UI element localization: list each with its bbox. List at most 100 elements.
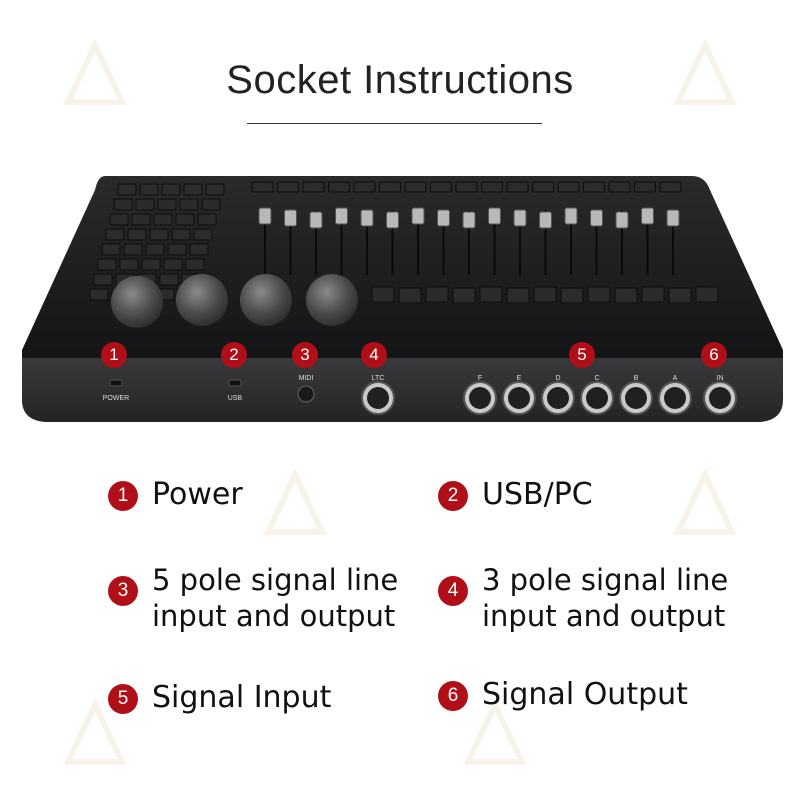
fader-track bbox=[621, 210, 623, 275]
fader-cap bbox=[641, 207, 654, 225]
console-key bbox=[101, 243, 121, 256]
console-key bbox=[117, 183, 137, 196]
console-key bbox=[105, 228, 125, 241]
marker-4: 4 bbox=[361, 342, 387, 368]
fader-track bbox=[417, 210, 419, 275]
fader-cap bbox=[309, 211, 323, 229]
dmx-port-label: A bbox=[673, 375, 678, 382]
marker-2: 2 bbox=[221, 342, 247, 368]
console-key bbox=[455, 181, 478, 193]
console-key bbox=[149, 228, 169, 241]
fader-cap bbox=[539, 211, 552, 229]
console-key bbox=[379, 181, 401, 193]
console-key bbox=[141, 258, 161, 271]
console-key bbox=[175, 213, 195, 226]
console-key bbox=[532, 181, 554, 193]
console-key bbox=[185, 258, 205, 271]
console-key bbox=[127, 228, 147, 241]
console-key bbox=[97, 258, 117, 271]
watermark-logo bbox=[263, 470, 327, 535]
in-port-label: IN bbox=[717, 375, 724, 382]
dmx-port-label: C bbox=[594, 375, 599, 382]
console-key bbox=[587, 286, 611, 303]
console-key bbox=[328, 181, 350, 193]
console-key bbox=[353, 181, 376, 193]
fader-track bbox=[595, 210, 598, 275]
encoder-knob bbox=[240, 274, 292, 326]
legend-label: 3 pole signal line input and output bbox=[482, 563, 729, 633]
encoder-knob bbox=[176, 274, 228, 326]
fader-track bbox=[646, 210, 649, 275]
console-key bbox=[161, 183, 181, 196]
console-key bbox=[179, 198, 199, 211]
title-underline bbox=[247, 123, 542, 124]
legend-item-5pole: 3 5 pole signal line input and output bbox=[108, 562, 438, 634]
legend-item-power: 1 Power bbox=[108, 477, 243, 513]
console-key bbox=[506, 287, 530, 304]
fader-cap bbox=[335, 207, 348, 225]
legend-number: 4 bbox=[438, 576, 468, 606]
dmx-xlr-port-inner bbox=[508, 387, 530, 409]
console-key bbox=[113, 198, 133, 211]
console-key bbox=[452, 287, 476, 304]
watermark-logo bbox=[463, 700, 527, 765]
watermark-logo bbox=[673, 40, 737, 105]
fader-cap bbox=[488, 207, 501, 225]
fader-cap bbox=[615, 211, 629, 229]
dmx-xlr-port-inner bbox=[625, 387, 647, 409]
fader-cap bbox=[513, 209, 527, 227]
dmx-port-label: F bbox=[478, 375, 482, 382]
legend-label: 5 pole signal line input and output bbox=[152, 563, 399, 633]
midi-port bbox=[297, 385, 315, 403]
console-key bbox=[695, 286, 719, 303]
dmx-xlr-port-inner bbox=[547, 387, 569, 409]
console-key bbox=[560, 287, 584, 304]
legend-label: USB/PC bbox=[482, 477, 593, 512]
usb-port bbox=[228, 379, 242, 387]
dmx-port-label: E bbox=[517, 375, 522, 382]
console-key bbox=[201, 198, 221, 211]
legend-label: Signal Output bbox=[482, 677, 688, 712]
marker-5: 5 bbox=[569, 342, 595, 368]
fader-track bbox=[493, 210, 496, 275]
console-key bbox=[145, 243, 165, 256]
legend-item-3pole: 4 3 pole signal line input and output bbox=[438, 562, 778, 634]
watermark-logo bbox=[63, 700, 127, 765]
console-key bbox=[641, 286, 665, 303]
legend-item-usb: 2 USB/PC bbox=[438, 477, 593, 513]
dmx-port-label: D bbox=[555, 375, 560, 382]
marker-1: 1 bbox=[101, 342, 127, 368]
console-key bbox=[251, 181, 274, 193]
fader-track bbox=[442, 210, 445, 275]
console-key bbox=[481, 181, 503, 193]
fader-track bbox=[289, 210, 292, 275]
in-xlr-port-inner bbox=[709, 387, 731, 409]
fader-track bbox=[315, 210, 317, 275]
dmx-xlr-port-inner bbox=[469, 387, 491, 409]
console-key bbox=[123, 243, 143, 256]
console-key bbox=[197, 213, 217, 226]
legend-item-signal-input: 5 Signal Input bbox=[108, 680, 331, 716]
legend-number: 6 bbox=[438, 681, 468, 711]
fader-bank bbox=[258, 207, 680, 275]
console-key bbox=[277, 181, 299, 193]
encoder-knob bbox=[111, 276, 163, 328]
fader-cap bbox=[386, 211, 399, 229]
key-row-bottom bbox=[371, 286, 719, 304]
fader-track bbox=[366, 210, 368, 275]
legend-number: 5 bbox=[108, 684, 138, 714]
legend-label: Power bbox=[152, 477, 243, 512]
console-key bbox=[153, 213, 173, 226]
fader-track bbox=[519, 210, 521, 275]
console-key bbox=[189, 243, 209, 256]
watermark-logo bbox=[63, 40, 127, 105]
legend-number: 1 bbox=[108, 481, 138, 511]
fader-cap bbox=[258, 207, 272, 225]
console-key bbox=[479, 286, 503, 303]
console-key bbox=[398, 287, 422, 304]
console-key bbox=[109, 213, 129, 226]
fader-cap bbox=[590, 209, 603, 227]
power-port-label: POWER bbox=[103, 395, 129, 402]
console-key bbox=[668, 287, 692, 304]
dmx-xlr-port-inner bbox=[586, 387, 608, 409]
